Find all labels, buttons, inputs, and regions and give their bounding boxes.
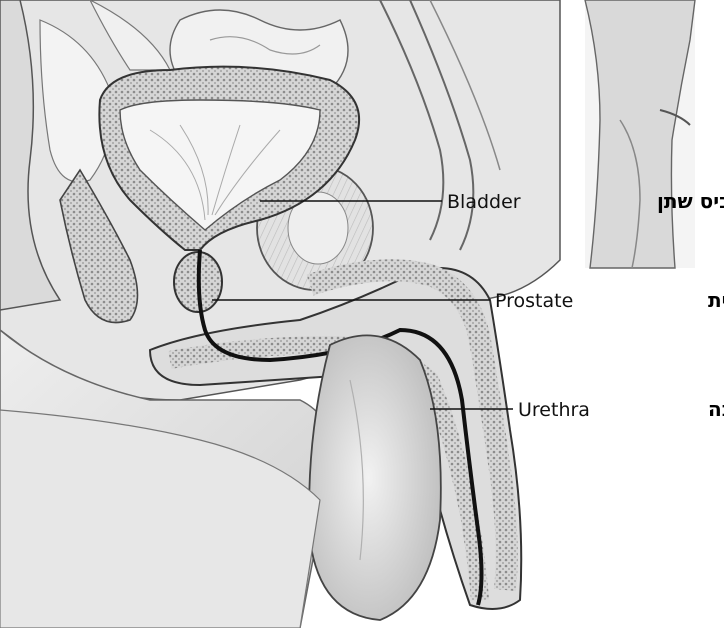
label-urethra: Urethra שופכה (518, 397, 724, 421)
label-prostate: Prostate ערמונית (495, 288, 724, 312)
urethra-hebrew-label: שופכה (708, 397, 724, 421)
bladder-english-label: Bladder (447, 191, 521, 213)
inset-figure (585, 0, 695, 268)
prostate-english-label: Prostate (495, 290, 573, 312)
bladder-hebrew-label: כיס שתן (657, 189, 724, 213)
prostate-hebrew-label: ערמונית (708, 288, 724, 312)
urethra-english-label: Urethra (518, 399, 590, 421)
testis (309, 335, 441, 620)
